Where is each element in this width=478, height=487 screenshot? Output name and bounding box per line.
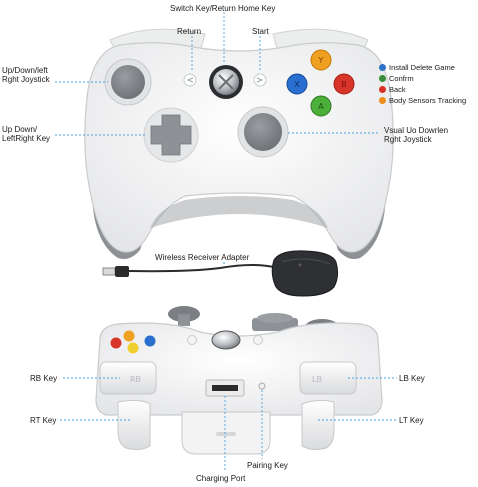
rb-key-label: RB Key [30, 374, 58, 383]
legend-text: Back [389, 85, 406, 94]
legend-item: Body Sensors Tracking [379, 95, 478, 106]
lt-trigger [301, 399, 335, 451]
receiver-label: Wireless Receiver Adapter [155, 253, 250, 262]
dpad-icon [150, 114, 192, 156]
left-joystick-label-line1: Up/Down/left [2, 66, 48, 75]
controller-back: RB LB [95, 306, 383, 455]
back-button [183, 73, 197, 87]
svg-text:A: A [318, 102, 324, 111]
right-joystick [244, 113, 282, 151]
legend-text: Install Delete Game [389, 63, 455, 72]
svg-text:X: X [294, 80, 300, 89]
legend-dot-red [379, 86, 386, 93]
legend-text: Confrm [389, 74, 414, 83]
start-button [253, 73, 267, 87]
right-joystick-label-line1: Vsual Uo Dowrlen [384, 126, 449, 135]
x-button [286, 73, 308, 95]
usb-plug [102, 267, 116, 276]
lb-bumper [299, 361, 357, 395]
legend-item: Back [379, 84, 478, 95]
rt-key-label: RT Key [30, 416, 57, 425]
switch-key-label: Switch Key/Return Home Key [170, 4, 276, 13]
legend-item: Install Delete Game [379, 62, 478, 73]
a-button [310, 95, 332, 117]
dpad-label-line2: LeftRight Key [2, 134, 51, 143]
lb-key-label: LB Key [399, 374, 425, 383]
legend-text: Body Sensors Tracking [389, 96, 467, 105]
b-button [333, 73, 355, 95]
dpad-label-line1: Up Down/ [2, 125, 38, 134]
controller-body [84, 42, 394, 253]
controller-front: Y B X A [84, 28, 394, 259]
legend-dot-blue [379, 64, 386, 71]
legend-dot-green [379, 75, 386, 82]
start-label: Start [252, 27, 269, 36]
pairing-button [258, 382, 266, 390]
button-legend: Install Delete Game Confrm Back Body Sen… [379, 62, 478, 106]
svg-text:RB: RB [130, 375, 141, 384]
left-joystick-label-line2: Rght Joystick [2, 75, 50, 84]
left-joystick [111, 65, 145, 99]
rt-trigger [117, 399, 151, 451]
receiver-body [271, 250, 339, 297]
callout-lines-top [55, 12, 380, 136]
return-label: Return [177, 27, 202, 36]
charging-port-label: Charging Port [196, 474, 246, 483]
y-button [310, 49, 332, 71]
legend-dot-orange [379, 97, 386, 104]
svg-text:LB: LB [312, 375, 322, 384]
right-joystick-label-line2: Rght Joystick [384, 135, 432, 144]
bottom-gray-band [150, 196, 328, 228]
svg-text:B: B [341, 80, 347, 89]
lt-key-label: LT Key [399, 416, 424, 425]
svg-text:Y: Y [318, 56, 324, 65]
callout-lines-bottom [60, 377, 397, 471]
legend-item: Confrm [379, 73, 478, 84]
wireless-receiver [102, 250, 339, 297]
pairing-key-label: Pairing Key [247, 461, 288, 470]
